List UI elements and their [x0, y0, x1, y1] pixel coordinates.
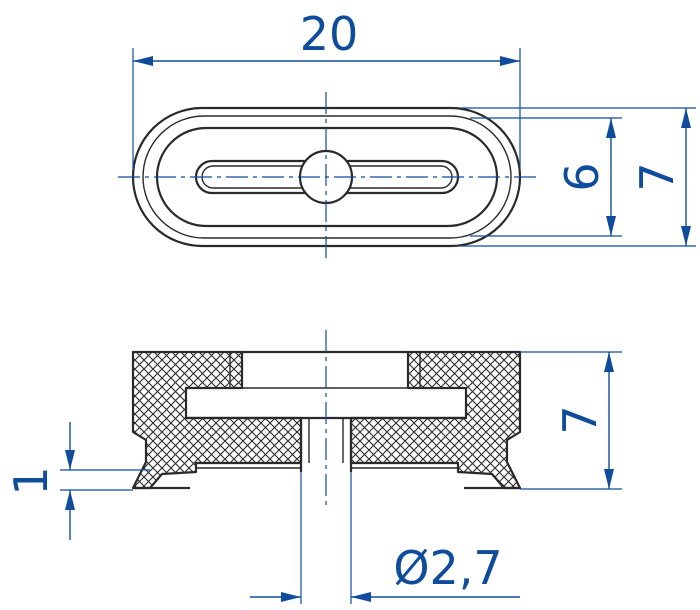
arrow-lip-bottom [65, 490, 75, 510]
arrow-inner-bottom [606, 216, 616, 236]
outer-height-label: 7 [630, 162, 684, 191]
top-view: 20 6 7 [118, 7, 696, 258]
arrow-lip-top [65, 450, 75, 470]
section-view: 7 1 Ø2,7 [4, 330, 622, 604]
arrow-section-top [604, 352, 614, 372]
section-height-label: 7 [553, 405, 607, 434]
arrow-section-bottom [604, 469, 614, 489]
arrow-bore-right [351, 592, 371, 602]
arrow-width-right [500, 56, 520, 66]
arrow-outer-top [681, 108, 691, 128]
arrow-bore-left [281, 592, 301, 602]
bore-label: Ø2,7 [393, 541, 502, 595]
section-right-half [349, 350, 522, 490]
arrow-inner-top [606, 118, 616, 138]
arrow-outer-bottom [681, 226, 691, 246]
second-outline [142, 115, 512, 239]
inner-height-label: 6 [555, 162, 609, 191]
arrow-width-left [133, 56, 153, 66]
lip-label: 1 [4, 466, 58, 495]
width-label: 20 [300, 7, 359, 61]
